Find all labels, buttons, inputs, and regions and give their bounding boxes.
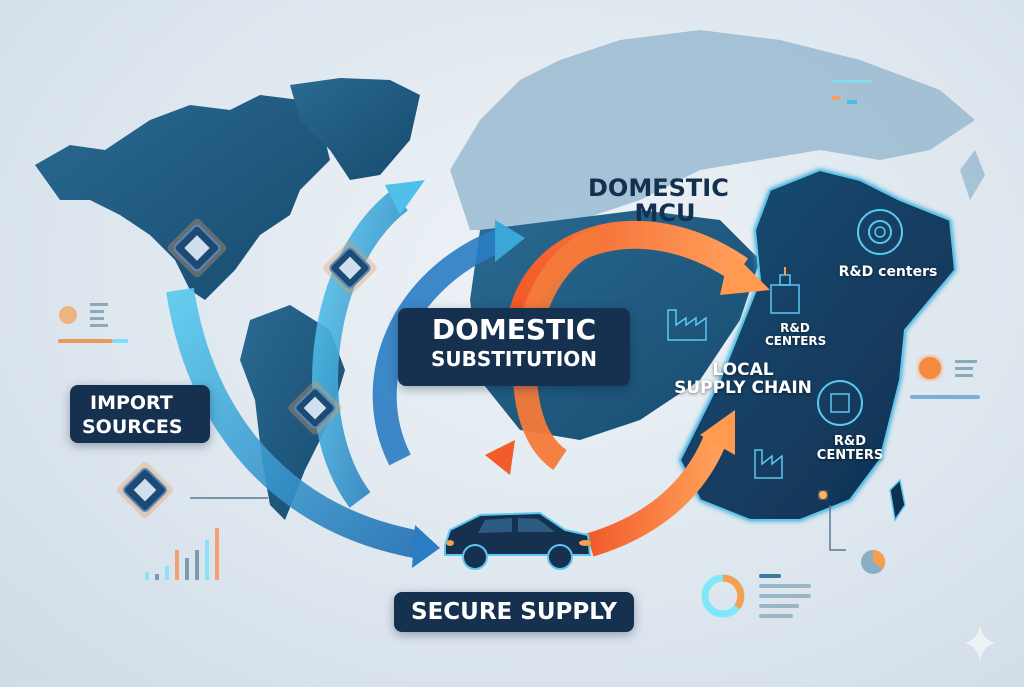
orange-arrow-top-head xyxy=(720,250,770,295)
blue-arrow-outer xyxy=(166,287,423,559)
domestic-mcu-label: DOMESTIC MCU xyxy=(588,174,729,228)
domestic-substitution-label: DOMESTIC SUBSTITUTION xyxy=(398,308,630,386)
local-supply-chain-label: LOCAL SUPPLY CHAIN xyxy=(668,360,818,398)
domestic-mcu-line1: DOMESTIC xyxy=(588,174,729,202)
sparkle-icon xyxy=(965,625,995,661)
top-right-widget xyxy=(832,80,872,104)
north-america xyxy=(35,95,330,300)
gear-icon xyxy=(857,209,903,255)
donut-widget xyxy=(701,574,811,618)
rd-centers-text-1: R&D centers xyxy=(838,264,938,280)
import-sources-line2: SOURCES xyxy=(82,416,183,438)
connector-line-right xyxy=(829,505,846,551)
bar-chart-decor xyxy=(145,528,219,580)
orange-arrow-bottom xyxy=(586,435,727,557)
import-sources-label: IMPORT SOURCES xyxy=(70,385,210,443)
rd-centers-label-1: R&D centers xyxy=(838,265,938,280)
widget-right xyxy=(910,357,980,399)
car-icon xyxy=(444,511,592,570)
secure-supply-label: SECURE SUPPLY xyxy=(394,592,634,632)
blue-arrow-top-head xyxy=(385,180,425,215)
chip-icon xyxy=(288,381,342,435)
rd-centers-label-2: R&D CENTERS xyxy=(765,321,827,348)
blue-arrow-outer-head xyxy=(412,525,440,568)
chip-icon xyxy=(323,241,377,295)
orange-arrow-loop-head xyxy=(485,440,515,475)
factory-icon xyxy=(667,309,707,341)
rd-line: R&D xyxy=(833,434,867,449)
blue-arrow-big-loop xyxy=(312,189,409,508)
widget-left xyxy=(58,303,128,343)
rd-centers-label-3: R&D CENTERS xyxy=(815,435,885,462)
rd-line: R&D xyxy=(780,321,810,335)
blue-arrow-inner-head xyxy=(495,220,525,262)
blue-arrow-inner xyxy=(372,228,505,466)
china-map xyxy=(678,168,957,521)
secure-supply-text: SECURE SUPPLY xyxy=(411,599,617,625)
local-line: LOCAL xyxy=(712,360,774,380)
domestic-mcu-line2: MCU xyxy=(634,199,696,228)
orange-arrow-bottom-head xyxy=(700,410,735,455)
domestic-substitution-line2: SUBSTITUTION xyxy=(430,347,598,371)
chip-icon xyxy=(116,461,174,519)
centers-line: CENTERS xyxy=(765,333,827,348)
building-icon xyxy=(770,267,800,314)
donut-widget-small xyxy=(861,549,886,574)
chip-icon xyxy=(167,218,227,278)
greenland xyxy=(290,78,420,180)
import-sources-line1: IMPORT xyxy=(90,392,173,414)
supply-chain-line: SUPPLY CHAIN xyxy=(674,377,812,398)
taiwan xyxy=(889,478,906,522)
factory-icon-2 xyxy=(754,449,783,479)
centers-line: CENTERS xyxy=(816,447,884,463)
glow-dot xyxy=(819,491,827,499)
japan xyxy=(960,150,985,200)
domestic-substitution-line1: DOMESTIC xyxy=(431,313,597,346)
chip-circle-icon xyxy=(817,380,863,426)
